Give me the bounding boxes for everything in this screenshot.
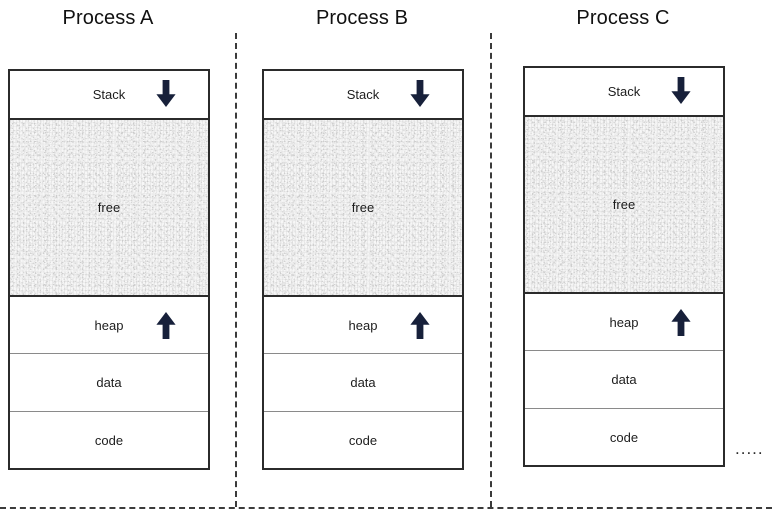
segment-label-stack-a: Stack bbox=[92, 87, 126, 102]
up-arrow-icon-heap-c bbox=[670, 309, 692, 340]
segment-stack-a: Stack bbox=[10, 71, 208, 118]
segment-stack-c: Stack bbox=[525, 68, 723, 115]
segment-heap-b: heap bbox=[264, 295, 462, 353]
memory-box-process-c: Stack free heap data code bbox=[523, 66, 725, 467]
segment-free-a: free bbox=[10, 118, 208, 295]
segment-label-data-b: data bbox=[350, 375, 376, 390]
process-title-a: Process A bbox=[62, 7, 154, 29]
segment-label-heap-c: heap bbox=[609, 314, 639, 330]
segment-label-free-b: free bbox=[351, 200, 375, 215]
segment-label-code-a: code bbox=[94, 432, 124, 448]
segment-label-stack-b: Stack bbox=[346, 87, 380, 102]
segment-free-b: free bbox=[264, 118, 462, 295]
segment-label-stack-c: Stack bbox=[607, 84, 641, 99]
segment-free-c: free bbox=[525, 115, 723, 292]
segment-stack-b: Stack bbox=[264, 71, 462, 118]
segment-label-code-c: code bbox=[609, 429, 639, 445]
vertical-separator-bc bbox=[490, 33, 492, 507]
vertical-separator-ab bbox=[235, 33, 237, 507]
process-title-b: Process B bbox=[315, 7, 409, 29]
down-arrow-icon-stack-b bbox=[409, 80, 431, 111]
segment-label-heap-b: heap bbox=[348, 317, 378, 333]
up-arrow-icon-heap-b bbox=[409, 312, 431, 343]
down-arrow-icon-stack-a bbox=[155, 80, 177, 111]
segment-heap-c: heap bbox=[525, 292, 723, 350]
segment-label-data-a: data bbox=[96, 375, 122, 390]
segment-data-b: data bbox=[264, 353, 462, 411]
segment-label-code-b: code bbox=[348, 432, 378, 448]
segment-code-a: code bbox=[10, 411, 208, 468]
segment-code-b: code bbox=[264, 411, 462, 468]
segment-label-free-c: free bbox=[612, 197, 636, 212]
segment-label-heap-a: heap bbox=[94, 317, 124, 333]
segment-code-c: code bbox=[525, 408, 723, 465]
memory-box-process-a: Stack free heap data code bbox=[8, 69, 210, 470]
segment-data-c: data bbox=[525, 350, 723, 408]
segment-label-free-a: free bbox=[97, 200, 121, 215]
segment-label-data-c: data bbox=[611, 372, 637, 387]
up-arrow-icon-heap-a bbox=[155, 312, 177, 343]
down-arrow-icon-stack-c bbox=[670, 77, 692, 108]
continuation-dots: ..... bbox=[735, 439, 764, 458]
process-title-c: Process C bbox=[576, 7, 670, 29]
horizontal-separator-bottom bbox=[0, 507, 772, 509]
segment-heap-a: heap bbox=[10, 295, 208, 353]
segment-data-a: data bbox=[10, 353, 208, 411]
memory-box-process-b: Stack free heap data code bbox=[262, 69, 464, 470]
